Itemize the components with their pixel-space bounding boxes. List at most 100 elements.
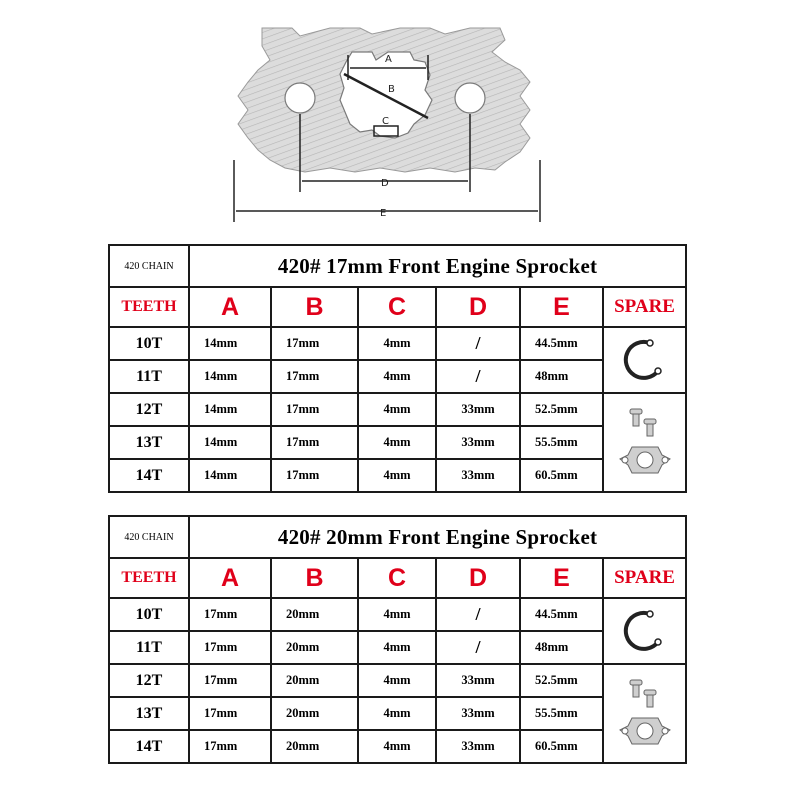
- header-teeth: TEETH: [108, 557, 190, 599]
- header-d: D: [435, 286, 521, 328]
- e-value: 60.5mm: [519, 458, 604, 493]
- b-value: 17mm: [270, 425, 359, 460]
- teeth-value: 13T: [108, 696, 190, 731]
- b-value: 20mm: [270, 729, 359, 764]
- bolts-and-lock-plate-icon: [618, 679, 671, 744]
- table-row: 13T 17mm 20mm 4mm 33mm 55.5mm: [108, 696, 686, 731]
- d-value: 33mm: [435, 663, 521, 698]
- spare-bolts-plate: [601, 663, 688, 764]
- table-title: 420# 20mm Front Engine Sprocket: [187, 515, 688, 559]
- a-value: 14mm: [188, 359, 272, 394]
- e-value: 48mm: [519, 630, 604, 665]
- e-value: 52.5mm: [519, 663, 604, 698]
- header-c: C: [357, 557, 437, 599]
- e-value: 44.5mm: [519, 597, 604, 632]
- a-value: 14mm: [188, 392, 272, 427]
- teeth-value: 11T: [108, 359, 190, 394]
- header-d: D: [435, 557, 521, 599]
- header-spare: SPARE: [601, 286, 688, 328]
- table-row: 10T 14mm 17mm 4mm / 44.5mm: [108, 326, 688, 394]
- d-value: 33mm: [435, 425, 521, 460]
- table-title: 420# 17mm Front Engine Sprocket: [187, 244, 688, 288]
- a-value: 17mm: [188, 663, 272, 698]
- d-value: /: [435, 326, 521, 361]
- header-teeth: TEETH: [108, 286, 190, 328]
- a-value: 17mm: [188, 729, 272, 764]
- teeth-value: 13T: [108, 425, 190, 460]
- header-b: B: [270, 557, 359, 599]
- a-value: 14mm: [188, 458, 272, 493]
- sprocket-table-20mm: 420 CHAIN 420# 20mm Front Engine Sprocke…: [108, 515, 688, 764]
- chain-label: 420 CHAIN: [108, 244, 190, 288]
- a-value: 14mm: [188, 326, 272, 361]
- table-row: 14T 17mm 20mm 4mm 33mm 60.5mm: [108, 729, 686, 764]
- e-value: 60.5mm: [519, 729, 604, 764]
- d-value: /: [435, 630, 521, 665]
- c-value: 4mm: [357, 458, 437, 493]
- circlip-icon: [623, 339, 662, 380]
- header-e: E: [519, 557, 604, 599]
- dim-label-b: B: [388, 84, 395, 95]
- a-value: 17mm: [188, 696, 272, 731]
- table-row: 11T 17mm 20mm 4mm / 48mm: [108, 630, 686, 665]
- spare-bolts-plate: [601, 392, 688, 493]
- spare-circlip: [601, 597, 688, 665]
- c-value: 4mm: [357, 597, 437, 632]
- c-value: 4mm: [357, 425, 437, 460]
- e-value: 44.5mm: [519, 326, 604, 361]
- header-spare: SPARE: [601, 557, 688, 599]
- header-c: C: [357, 286, 437, 328]
- header-a: A: [188, 286, 272, 328]
- d-value: 33mm: [435, 458, 521, 493]
- d-value: /: [435, 359, 521, 394]
- e-value: 55.5mm: [519, 696, 604, 731]
- header-a: A: [188, 557, 272, 599]
- sprocket-body: [237, 27, 531, 173]
- e-value: 55.5mm: [519, 425, 604, 460]
- b-value: 20mm: [270, 663, 359, 698]
- table-row: 12T 17mm 20mm 4mm 33mm 52.5mm: [108, 663, 688, 764]
- b-value: 17mm: [270, 359, 359, 394]
- teeth-value: 12T: [108, 663, 190, 698]
- d-value: 33mm: [435, 729, 521, 764]
- table-row: 13T 14mm 17mm 4mm 33mm 55.5mm: [108, 425, 686, 460]
- b-value: 20mm: [270, 696, 359, 731]
- dim-label-a: A: [385, 54, 392, 65]
- c-value: 4mm: [357, 630, 437, 665]
- header-b: B: [270, 286, 359, 328]
- b-value: 17mm: [270, 392, 359, 427]
- teeth-value: 11T: [108, 630, 190, 665]
- b-value: 17mm: [270, 458, 359, 493]
- c-value: 4mm: [357, 663, 437, 698]
- dim-label-d: D: [381, 178, 389, 189]
- c-value: 4mm: [357, 392, 437, 427]
- header-e: E: [519, 286, 604, 328]
- a-value: 14mm: [188, 425, 272, 460]
- teeth-value: 10T: [108, 597, 190, 632]
- b-value: 17mm: [270, 326, 359, 361]
- table-row: 11T 14mm 17mm 4mm / 48mm: [108, 359, 686, 394]
- b-value: 20mm: [270, 597, 359, 632]
- e-value: 48mm: [519, 359, 604, 394]
- sprocket-table-17mm: 420 CHAIN 420# 17mm Front Engine Sprocke…: [108, 244, 688, 493]
- teeth-value: 12T: [108, 392, 190, 427]
- c-value: 4mm: [357, 359, 437, 394]
- teeth-value: 10T: [108, 326, 190, 361]
- circlip-icon: [623, 610, 662, 651]
- d-value: 33mm: [435, 696, 521, 731]
- bolts-and-lock-plate-icon: [618, 408, 671, 473]
- dim-label-c: C: [382, 116, 389, 127]
- table-row: 10T 17mm 20mm 4mm / 44.5mm: [108, 597, 688, 665]
- table-row: 14T 14mm 17mm 4mm 33mm 60.5mm: [108, 458, 686, 493]
- a-value: 17mm: [188, 630, 272, 665]
- b-value: 20mm: [270, 630, 359, 665]
- c-value: 4mm: [357, 729, 437, 764]
- c-value: 4mm: [357, 326, 437, 361]
- teeth-value: 14T: [108, 729, 190, 764]
- spare-circlip: [601, 326, 688, 394]
- e-value: 52.5mm: [519, 392, 604, 427]
- table-row: 12T 14mm 17mm 4mm 33mm 52.5mm: [108, 392, 688, 493]
- a-value: 17mm: [188, 597, 272, 632]
- d-value: /: [435, 597, 521, 632]
- chain-label: 420 CHAIN: [108, 515, 190, 559]
